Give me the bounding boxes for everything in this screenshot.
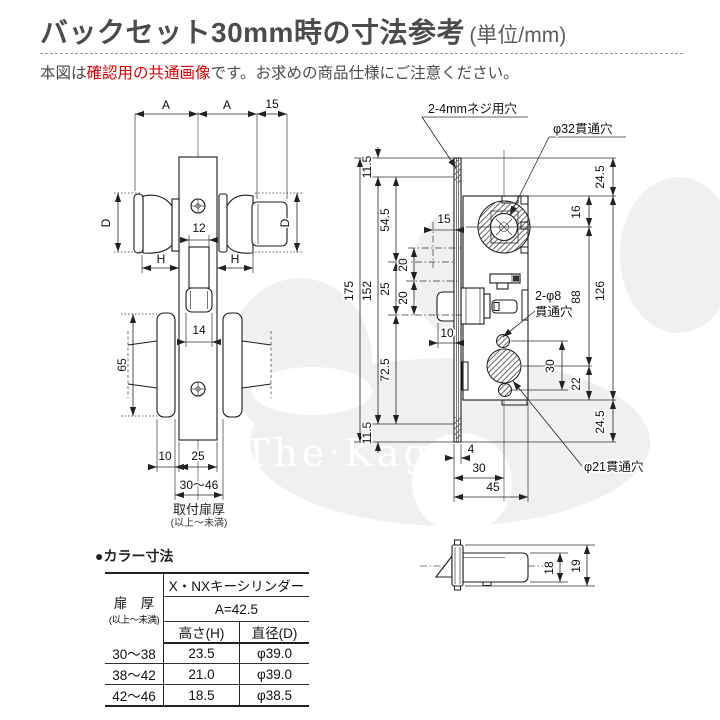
dim-18-body: 18 — [542, 561, 556, 575]
phi21-hole — [486, 348, 522, 384]
dim-725: 72.5 — [378, 358, 392, 382]
dim-115-top: 11.5 — [360, 155, 374, 178]
front-view: A A 15 D D H H 12 14 65 — [98, 96, 302, 529]
latch-unit-faceplate — [451, 539, 464, 591]
faceplate — [453, 157, 462, 443]
dim-22: 22 — [569, 377, 583, 391]
dim-25-mid: 25 — [378, 282, 392, 296]
header-divider — [40, 53, 683, 54]
dim-245-bottom: 24.5 — [593, 410, 607, 434]
dim-152-screws: 152 — [360, 281, 374, 301]
side-view: 175 152 11.5 11.5 54.5 25 72.5 20 20 15 … — [341, 100, 646, 502]
latch-bevel — [434, 554, 453, 578]
collar-section: ●カラー寸法 扉 厚 (以上〜未満) X・NXキーシリンダー A=42.5 高さ… — [95, 546, 309, 707]
note-highlight: 確認用の共通画像 — [86, 65, 211, 82]
label-phi8-line2: 貫通穴 — [535, 304, 573, 319]
dim-16: 16 — [569, 205, 583, 219]
table-row: 30〜38 23.5 φ39.0 — [105, 643, 309, 664]
knob-right-cylinder — [218, 193, 288, 254]
label-phi32: φ32貫通穴 — [553, 121, 613, 136]
dim-12-spindle: 12 — [192, 221, 206, 235]
dim-45-depth: 45 — [486, 480, 500, 494]
dim-245-top: 24.5 — [593, 165, 607, 189]
screw-bottom-icon — [190, 381, 206, 397]
collar-heading: ●カラー寸法 — [95, 548, 174, 564]
label-phi8-line1: 2-φ8 — [535, 289, 561, 303]
dim-545: 54.5 — [378, 208, 392, 232]
dim-30-backset: 30 — [472, 461, 486, 475]
dim-115-bottom: 11.5 — [360, 421, 374, 444]
latch-unit-body — [462, 552, 529, 583]
note-line: 本図は確認用の共通画像です。お求めの商品仕様にご注意ください。 — [40, 61, 519, 83]
label-screw-hole: 2-4mmネジ用穴 — [428, 101, 517, 116]
dim-d-left: D — [99, 218, 113, 227]
dim-19-flange: 19 — [569, 559, 583, 573]
spindle-hole — [188, 246, 210, 289]
dim-126: 126 — [593, 281, 607, 301]
label-phi21: φ21貫通穴 — [584, 459, 644, 474]
dim-20b: 20 — [396, 291, 410, 305]
door-thickness-subcaption: (以上〜未満) — [171, 517, 228, 529]
screw-top-icon — [190, 198, 206, 214]
dim-88: 88 — [569, 290, 583, 304]
collar-table: 扉 厚 (以上〜未満) X・NXキーシリンダー A=42.5 高さ(H) 直径(… — [105, 572, 309, 707]
table-row: 42〜46 18.5 φ38.5 — [105, 684, 309, 707]
dim-15-front: 15 — [437, 212, 451, 226]
col-header-height: 高さ(H) — [163, 621, 240, 644]
dim-15-top: 15 — [265, 97, 279, 111]
rose-right — [222, 312, 243, 418]
col-header-door-thickness: 扉 厚 (以上〜未満) — [105, 572, 164, 643]
dim-30-holes: 30 — [543, 359, 557, 373]
dim-a-left: A — [162, 98, 170, 112]
latch-front — [185, 287, 213, 313]
phi8-holes — [496, 334, 512, 397]
dim-d-right: D — [278, 218, 292, 227]
dim-4-plate: 4 — [468, 442, 475, 456]
dim-25-door: 25 — [191, 449, 205, 463]
dim-14-latch: 14 — [192, 323, 206, 337]
latch-bolt — [436, 287, 491, 325]
dim-65-rose: 65 — [115, 358, 129, 372]
dim-10-latch: 10 — [440, 326, 454, 340]
dim-20a: 20 — [396, 258, 410, 272]
note-prefix: 本図は — [40, 65, 87, 82]
dim-h-right: H — [231, 252, 240, 266]
dim-10-rose: 10 — [158, 449, 172, 463]
table-row: 38〜42 21.0 φ39.0 — [105, 663, 309, 685]
dim-a-right: A — [223, 98, 231, 112]
col-header-diameter: 直径(D) — [239, 621, 309, 644]
dim-h-left: H — [157, 252, 166, 266]
rose-left — [156, 312, 176, 418]
bullet-icon: ● — [95, 548, 104, 564]
knob-left — [133, 193, 180, 254]
latch-top-view: 18 19 — [420, 539, 595, 591]
page-header: バックセット30mm時の寸法参考 (単位/mm) — [40, 11, 684, 51]
dim-175-total: 175 — [342, 281, 356, 301]
col-header-cylinder: X・NXキーシリンダー — [163, 572, 309, 597]
unit-label: (単位/mm) — [469, 24, 567, 47]
note-suffix: です。お求めの商品仕様にご注意ください。 — [210, 65, 519, 82]
door-thickness-caption: 取付扉厚 — [173, 502, 225, 517]
watermark-text: The·Kagi — [244, 431, 448, 475]
dim-door-range: 30〜46 — [180, 478, 219, 492]
page-title: バックセット30mm時の寸法参考 — [40, 17, 465, 48]
header-a-value: A=42.5 — [163, 596, 309, 622]
